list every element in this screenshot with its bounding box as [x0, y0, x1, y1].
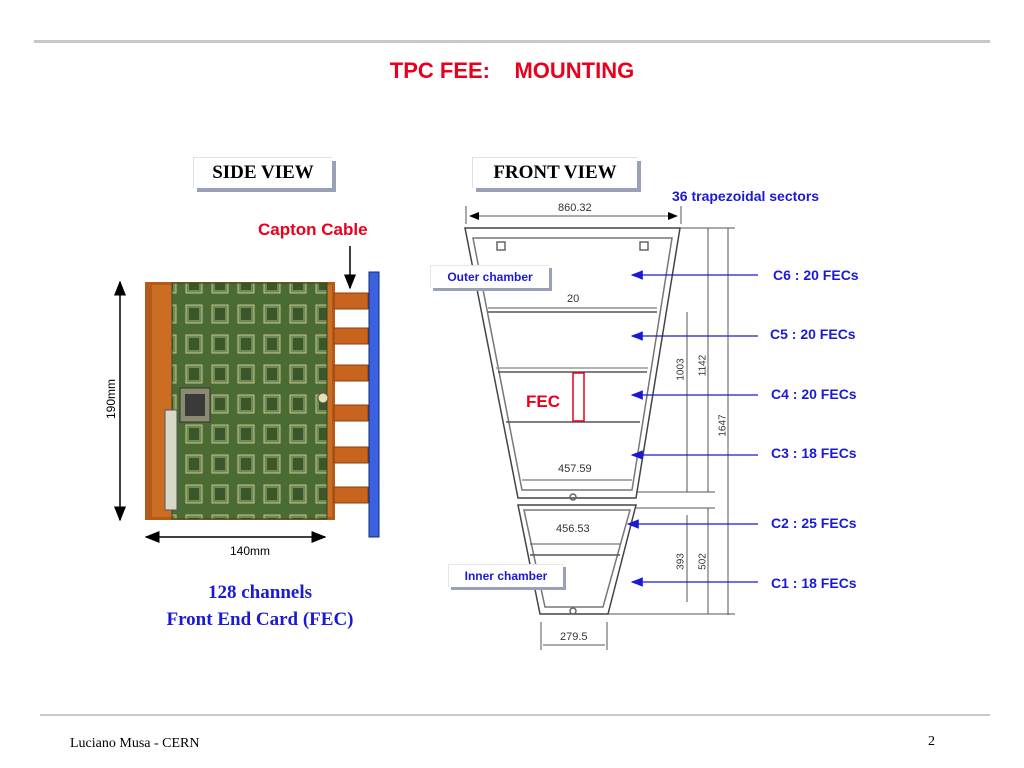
inner-chamber-label: Inner chamber	[448, 564, 563, 587]
bottom-rule	[40, 714, 990, 716]
fec-label: FEC	[526, 392, 560, 411]
backplane-bar	[368, 271, 380, 538]
fec-marker	[572, 372, 585, 422]
dim-inner-top: 456.53	[556, 523, 590, 535]
row-arrows	[626, 270, 758, 587]
title-part-2: MOUNTING	[514, 58, 635, 83]
fec-caption-line1: 128 channels	[208, 582, 312, 603]
dim-total-height: 1647	[717, 414, 729, 437]
capton-cables	[333, 292, 369, 504]
page-title: TPC FEE: MOUNTING	[0, 58, 1024, 84]
side-view-label: SIDE VIEW	[193, 157, 332, 188]
front-view-label: FRONT VIEW	[472, 157, 637, 188]
sectors-note: 36 trapezoidal sectors	[672, 188, 820, 204]
inner-chamber-drawing	[517, 504, 637, 615]
footer-author: Luciano Musa - CERN	[70, 736, 200, 751]
row-label-c3: C3 : 18 FECs	[771, 445, 857, 461]
dim-top-width: 860.32	[558, 202, 592, 214]
row-label-c1: C1 : 18 FECs	[771, 575, 857, 591]
dim-outer-bottom: 457.59	[558, 463, 592, 475]
width-dimension-label: 140mm	[230, 544, 271, 558]
outer-chamber-label: Outer chamber	[430, 265, 549, 288]
row-label-c6: C6 : 20 FECs	[773, 267, 859, 283]
front-dimensions	[465, 206, 735, 650]
height-dimension-label: 190mm	[104, 379, 118, 420]
top-rule	[34, 40, 990, 43]
fec-caption-line2: Front End Card (FEC)	[166, 609, 354, 630]
dim-inner-height: 393	[675, 553, 687, 570]
dim-outer-height: 1003	[675, 358, 687, 381]
dim-outer-total: 1142	[697, 354, 709, 377]
title-part-1: TPC FEE:	[389, 58, 490, 83]
fec-connector	[164, 409, 178, 511]
fec-board	[145, 282, 335, 520]
row-label-c5: C5 : 20 FECs	[770, 326, 856, 342]
footer-page-number: 2	[928, 734, 935, 749]
dim-inner-bottom: 279.5	[560, 631, 588, 643]
row-label-c4: C4 : 20 FECs	[771, 386, 857, 402]
dim-inner-total: 502	[697, 553, 709, 570]
row-label-c2: C2 : 25 FECs	[771, 515, 857, 531]
capton-cable-label: Capton Cable	[258, 220, 368, 239]
dim-mid-top: 20	[567, 293, 580, 305]
outer-chamber-drawing	[464, 227, 681, 501]
